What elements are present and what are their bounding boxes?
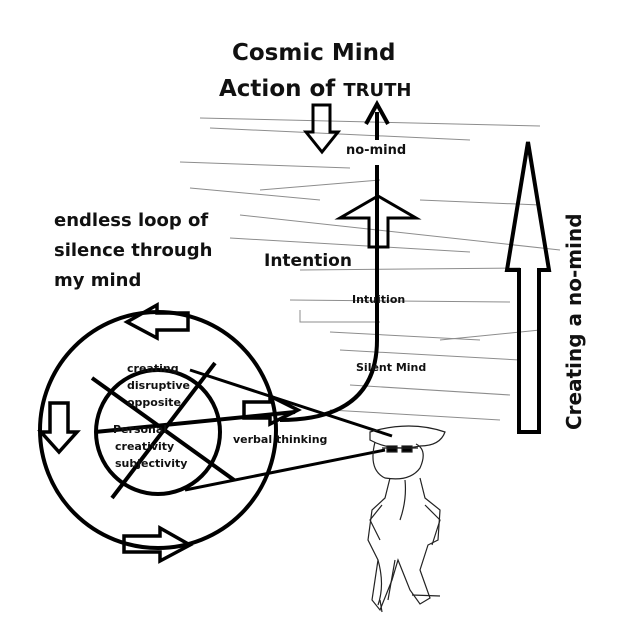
circle-word-personal: Personal — [113, 423, 168, 436]
background-scribbles — [179, 117, 561, 421]
side-label: Creating a no-mind — [562, 213, 586, 430]
intuition-label: Intuition — [352, 293, 406, 306]
large-up-arrow-icon — [504, 141, 552, 434]
person-figure — [367, 425, 446, 613]
verbal-thinking-label: verbal thinking — [233, 433, 328, 446]
no-mind-label: no-mind — [346, 143, 407, 158]
title-line2-emph: TRUTH — [343, 80, 412, 101]
circle-word-subjectivity: subjectivity — [115, 457, 188, 470]
right-arrow-icon — [122, 524, 194, 564]
projection-lines — [184, 368, 393, 492]
intention-label: Intention — [264, 251, 352, 271]
silent-mind-label: Silent Mind — [356, 361, 427, 374]
cross-lines — [90, 361, 296, 500]
loop-label-line2: silence through — [54, 240, 213, 261]
down-arrow-icon — [302, 103, 342, 155]
title-line2-prefix: Action of — [219, 76, 344, 102]
circle-word-creating: creating — [127, 362, 179, 375]
loop-label-line1: endless loop of — [54, 210, 209, 231]
circle-word-disruptive: disruptive — [127, 379, 190, 392]
down-loop-arrow-icon — [37, 401, 81, 455]
left-arrow-icon — [123, 301, 190, 341]
intention-path — [279, 99, 390, 422]
title-line2: Action of TRUTH — [219, 76, 411, 102]
title-line1: Cosmic Mind — [232, 40, 396, 66]
circle-word-creativity: creativity — [115, 440, 175, 453]
loop-label-line3: my mind — [54, 270, 142, 291]
up-arrow-icon — [334, 194, 422, 249]
circle-word-opposite: opposite — [127, 396, 181, 409]
